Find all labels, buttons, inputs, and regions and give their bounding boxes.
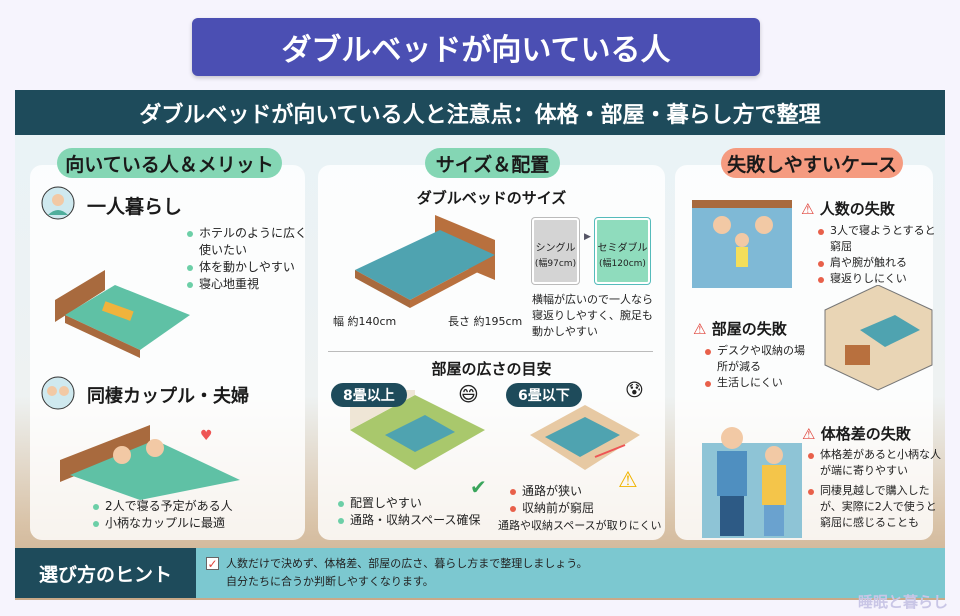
large-points: 配置しやすい 通路・収納スペース確保: [338, 495, 498, 529]
single-bed-compare: シングル (幅97cm): [532, 218, 579, 284]
banner-title: ダブルベッドが向いている人と注意点：体格・部屋・暮らし方で整理: [15, 90, 945, 135]
point: 寝心地重視: [187, 276, 307, 293]
point: 小柄なカップルに最適: [93, 515, 293, 532]
warning-icon: ⚠: [802, 425, 816, 443]
title-text: 部屋の失敗: [711, 320, 787, 338]
room-failure-title: ⚠ 部屋の失敗: [693, 318, 787, 339]
size-note: 横幅が広いので一人なら寝返りしやすく、腕足も動かしやすい: [532, 293, 653, 338]
person-avatar-icon: [41, 186, 75, 220]
people-points: 3人で寝ようとすると窮屈 肩や腕が触れる 寝返りしにくい: [818, 223, 943, 287]
couple-title: 同棲カップル・夫婦: [87, 386, 249, 407]
worried-face-icon: 😰: [625, 380, 644, 401]
smile-icon: 😄: [458, 382, 479, 406]
room-title: 部屋の広さの目安: [431, 360, 552, 378]
small-room-note: 通路や収納スペースが取りにくい: [498, 519, 662, 532]
small-room-badge: 6畳以下: [506, 383, 582, 407]
length-label: 長さ 約195cm: [448, 315, 523, 328]
point: デスクや収納の場所が減る: [705, 343, 815, 375]
point: 3人で寝ようとすると窮屈: [818, 223, 943, 255]
point: 生活しにくい: [705, 375, 815, 391]
point: ホテルのように広く使いたい: [187, 225, 307, 259]
point: 肩や腕が触れる: [818, 255, 943, 271]
point: 寝返りしにくい: [818, 271, 943, 287]
warning-icon: ⚠: [618, 468, 638, 493]
svg-text:♥: ♥: [200, 428, 213, 444]
checkbox-icon: ✓: [206, 557, 219, 571]
people-failure-title: ⚠ 人数の失敗: [801, 198, 895, 219]
point: 配置しやすい: [338, 495, 498, 512]
semi-width: (幅120cm): [599, 259, 646, 269]
hint-box: ✓ 人数だけで決めず、体格差、部屋の広さ、暮らし方まで整理しましょう。 自分たち…: [196, 548, 945, 598]
page-title: ダブルベッドが向いている人: [192, 18, 760, 76]
point: 通路が狭い: [510, 483, 630, 500]
watermark-logo: 睡眠と暮らし: [857, 593, 948, 611]
size-header: サイズ＆配置: [425, 148, 560, 178]
title-text: 人数の失敗: [819, 200, 895, 218]
couple-bed-illustration: ♥: [60, 425, 240, 500]
body-points: 体格差があると小柄な人が端に寄りやすい 同棲見越しで購入したが、実際に2人で使う…: [808, 447, 943, 531]
size-title: ダブルベッドのサイズ: [416, 189, 567, 207]
warning-icon: ⚠: [693, 320, 707, 338]
semi-double-bed-compare: セミダブル (幅120cm): [595, 218, 650, 284]
failure-header: 失敗しやすいケース: [721, 148, 903, 178]
couple-points: 2人で寝る予定がある人 小柄なカップルに最適: [93, 498, 293, 532]
single-label: シングル: [535, 243, 576, 254]
point: 2人で寝る予定がある人: [93, 498, 293, 515]
small-room-illustration: [530, 405, 640, 470]
point: 通路・収納スペース確保: [338, 512, 498, 529]
infographic: ダブルベッドが向いている人と注意点：体格・部屋・暮らし方で整理 向いている人＆メ…: [15, 90, 945, 600]
hint-line-2: 自分たちに合うか判断しやすくなります。: [226, 575, 434, 588]
point: 体を動かしやすい: [187, 259, 307, 276]
single-bed-illustration: [55, 270, 190, 358]
room-points: デスクや収納の場所が減る 生活しにくい: [705, 343, 815, 391]
small-points: 通路が狭い 収納前が窮屈: [510, 483, 630, 517]
point: 同棲見越しで購入したが、実際に2人で使うと窮屈に感じることも: [808, 483, 943, 531]
hint-line-1: 人数だけで決めず、体格差、部屋の広さ、暮らし方まで整理しましょう。: [226, 557, 588, 570]
title-text: 体格差の失敗: [820, 425, 911, 443]
merits-header: 向いている人＆メリット: [57, 148, 282, 178]
large-room-badge: 8畳以上: [331, 383, 407, 407]
single-points: ホテルのように広く使いたい 体を動かしやすい 寝心地重視: [187, 225, 307, 293]
cramped-room-illustration: [824, 285, 933, 391]
single-title: 一人暮らし: [87, 196, 183, 218]
semi-label: セミダブル: [597, 243, 648, 254]
double-bed-illustration: [355, 215, 495, 308]
couple-avatar-icon: [41, 376, 75, 410]
family-bed-illustration: [692, 200, 792, 288]
divider: [328, 351, 653, 352]
arrow-right-icon: ▶: [584, 232, 591, 242]
warning-icon: ⚠: [801, 200, 815, 218]
single-width: (幅97cm): [534, 259, 577, 269]
check-icon: ✔: [470, 475, 487, 499]
width-label: 幅 約140cm: [333, 315, 397, 328]
hint-label: 選び方のヒント: [15, 548, 196, 598]
couple-standing-illustration: [702, 427, 802, 538]
point: 収納前が窮屈: [510, 500, 630, 517]
point: 体格差があると小柄な人が端に寄りやすい: [808, 447, 943, 479]
body-failure-title: ⚠ 体格差の失敗: [802, 423, 911, 444]
